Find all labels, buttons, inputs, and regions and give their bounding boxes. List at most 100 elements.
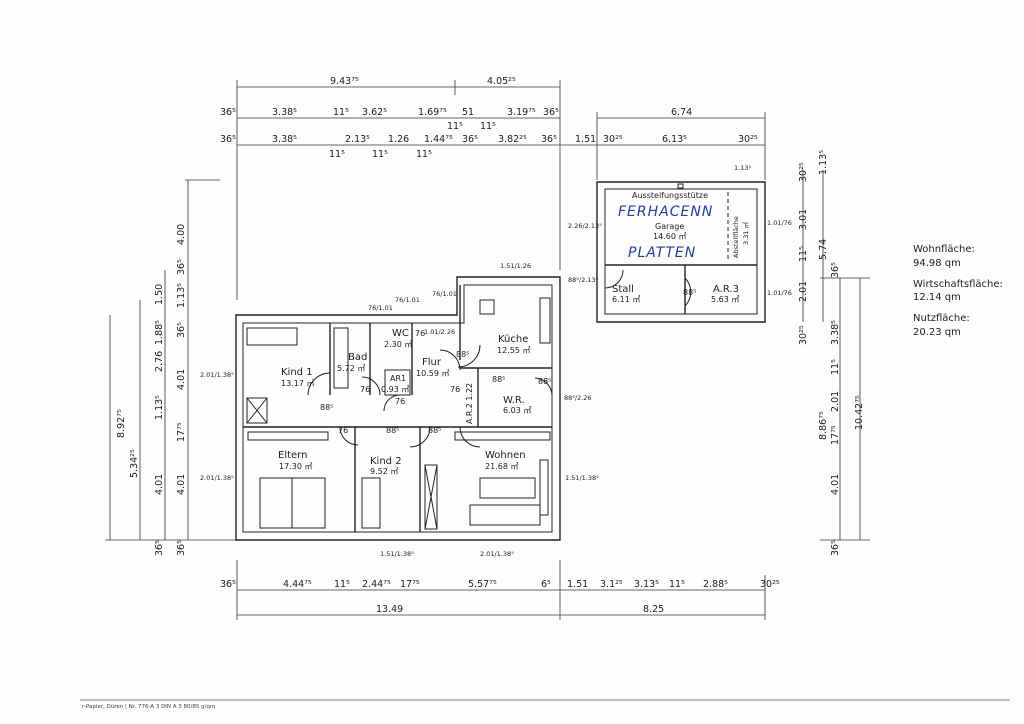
- dim: 3.62⁵: [362, 107, 387, 118]
- dim: 2.44⁷⁵: [362, 579, 391, 590]
- dim: 3.38⁵: [272, 107, 297, 118]
- opening-label: 76/1.01: [432, 290, 457, 298]
- room-area: 0.93 ㎡: [381, 385, 409, 394]
- room-area: 13.17 ㎡: [281, 379, 314, 388]
- door-width: 88⁵: [456, 350, 469, 359]
- dim: 4.01: [154, 474, 165, 495]
- door-width: 88⁵: [683, 288, 696, 297]
- dim: 8.92⁷⁵: [116, 409, 127, 438]
- opening-label: 1.13⁵: [734, 164, 751, 172]
- room-name: A.R.3: [713, 284, 739, 295]
- dim: 11⁵: [447, 121, 463, 132]
- dim: 30²⁵: [760, 579, 780, 590]
- room-name: A.R.2 1.22: [465, 383, 474, 424]
- opening-labels: 76/1.01 76/1.01 76/1.01 1.01/2.26 1.51/1…: [200, 164, 792, 558]
- dim: 11⁵: [333, 107, 349, 118]
- opening-label: 1.51/1.38⁵: [565, 474, 599, 482]
- opening-label: 76/1.01: [368, 304, 393, 312]
- door-width: 88⁵: [320, 403, 333, 412]
- summary-value: 94.98 qm: [913, 258, 961, 269]
- dim: 2.01: [830, 391, 841, 412]
- dim: 11⁵: [798, 246, 809, 262]
- dim: 11⁵: [372, 149, 388, 160]
- room-labels: Kind 1 13.17 ㎡ Bad 5.72 ㎡ WC 2.30 ㎡ AR1 …: [278, 328, 531, 476]
- garage-note: Aussteifungsstütze: [632, 191, 708, 200]
- dim: 10.42⁷⁵: [854, 395, 865, 430]
- dim: 1.51: [575, 134, 596, 145]
- door-width: 88⁵: [492, 375, 505, 384]
- dim: 36⁵: [176, 259, 187, 275]
- handwritten-note: FERHACENN: [618, 204, 713, 220]
- room-area: 12.55 ㎡: [497, 346, 530, 355]
- dim: 17⁷⁵: [830, 425, 841, 445]
- dim: 36⁵: [220, 579, 236, 590]
- opening-label: 1.01/76: [767, 219, 792, 227]
- door-width: 76: [415, 329, 425, 338]
- dim: 1.69⁷⁵: [418, 107, 447, 118]
- opening-label: 1.51/1.26: [500, 262, 531, 270]
- room-name: Kind 1: [281, 367, 313, 378]
- room-area: 6.11 ㎡: [612, 295, 640, 304]
- dim: 36⁵: [176, 322, 187, 338]
- handwritten-note: PLATTEN: [628, 245, 696, 261]
- dim: 36⁵: [154, 540, 165, 556]
- room-area: 17.30 ㎡: [279, 462, 312, 471]
- dim: 36⁵: [830, 540, 841, 556]
- dim: 30²⁵: [798, 162, 809, 182]
- door-width: 88⁵: [386, 426, 399, 435]
- room-name: Abstellfläche: [732, 216, 740, 258]
- dim: 36⁵: [541, 134, 557, 145]
- room-name: Garage: [655, 222, 684, 231]
- dim: 11⁵: [334, 579, 350, 590]
- garage: Aussteifungsstütze Garage 14.60 ㎡ FERHAC…: [596, 181, 766, 323]
- room-area: 2.30 ㎡: [384, 340, 412, 349]
- dim: 5.57⁷⁵: [468, 579, 497, 590]
- opening-label: 76/1.01: [395, 296, 420, 304]
- room-area: 5.63 ㎡: [711, 295, 739, 304]
- dim: 1.13⁵: [154, 395, 165, 420]
- opening-label: 1.01/76: [767, 289, 792, 297]
- room-name: Kind 2: [370, 456, 402, 467]
- dim: 13.49: [376, 604, 403, 615]
- opening-label: 2.26/2.13⁵: [568, 222, 602, 230]
- door-width: 88⁵: [538, 377, 551, 386]
- area-summary: Wohnfläche: 94.98 qm Wirtschaftsfläche: …: [913, 244, 1003, 338]
- dim: 6.13⁵: [662, 134, 687, 145]
- opening-label: 2.01/1.38⁵: [200, 371, 234, 379]
- dim: 8.25: [643, 604, 664, 615]
- dim: 36⁵: [543, 107, 559, 118]
- opening-label: 88⁵/2.13⁵: [568, 276, 599, 284]
- dim: 30²⁵: [798, 325, 809, 345]
- dim: 2.88⁵: [703, 579, 728, 590]
- dim: 5.34²⁵: [129, 449, 140, 478]
- dim: 4.01: [176, 369, 187, 390]
- doors: 88⁵ 76 76 76 88⁵ 76 88⁵ 88⁵ 88⁵ 88⁵ 76 8…: [307, 288, 696, 448]
- dim: 17⁷⁵: [400, 579, 420, 590]
- dim: 36⁵: [220, 134, 236, 145]
- summary-value: 12.14 qm: [913, 292, 961, 303]
- dim: 3.38⁵: [272, 134, 297, 145]
- opening-label: 88⁵/2.26: [564, 394, 592, 402]
- door-width: 76: [395, 397, 405, 406]
- summary-label: Wohnfläche:: [913, 244, 975, 255]
- room-area: 9.52 ㎡: [370, 467, 398, 476]
- dim: 36⁵: [462, 134, 478, 145]
- room-name: WC: [392, 328, 409, 339]
- summary-label: Wirtschaftsfläche:: [913, 279, 1003, 290]
- dim: 17⁷⁵: [176, 422, 187, 442]
- dim: 2.01: [798, 281, 809, 302]
- dim: 4.05²⁵: [487, 76, 516, 87]
- door-width: 76: [360, 385, 370, 394]
- dim: 3.82²⁵: [498, 134, 527, 145]
- dim: 36⁵: [176, 540, 187, 556]
- dim: 3.1²⁵: [600, 579, 623, 590]
- dim: 4.01: [176, 474, 187, 495]
- opening-label: 2.01/1.38⁵: [480, 550, 514, 558]
- room-area: 5.72 ㎡: [337, 364, 365, 373]
- dim: 4.44⁷⁵: [283, 579, 312, 590]
- door-width: 88⁵: [428, 426, 441, 435]
- dim: 5.74: [818, 239, 829, 260]
- door-width: 76: [338, 426, 348, 435]
- room-name: W.R.: [503, 395, 525, 406]
